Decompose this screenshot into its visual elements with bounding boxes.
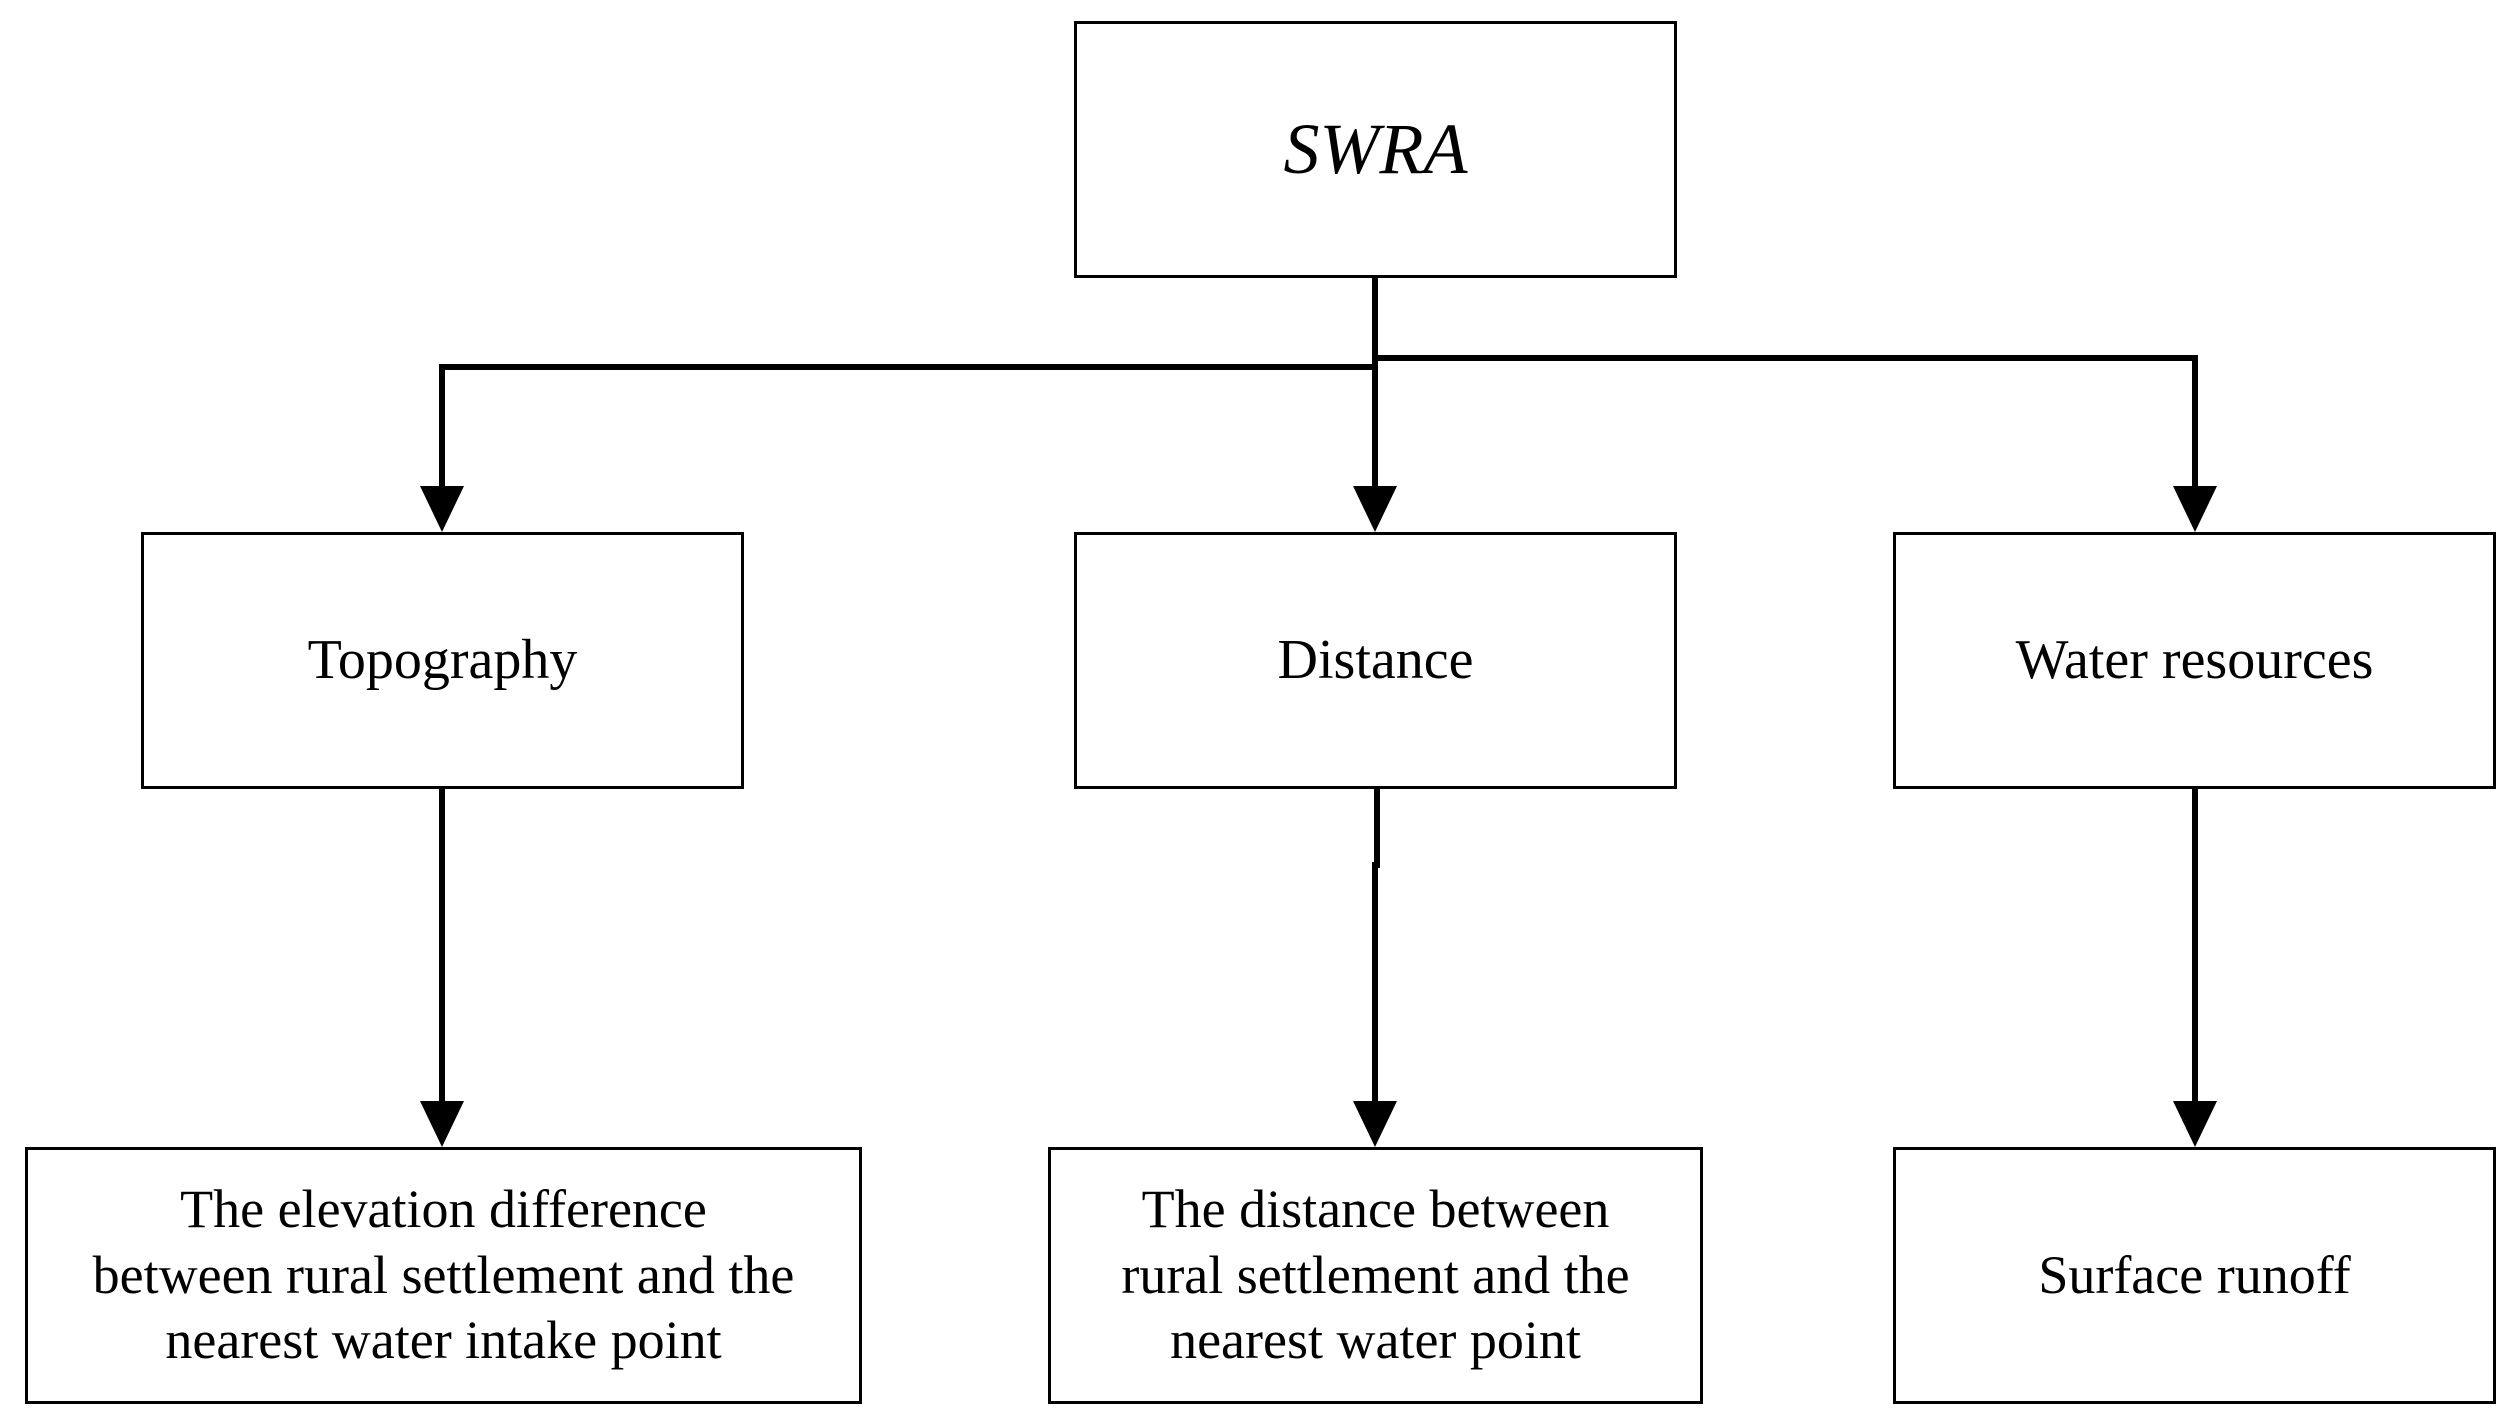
arrowhead-water-resources: [2173, 486, 2217, 532]
criterion-node-topography: Topography: [141, 532, 744, 789]
criterion-label-water-resources: Water resources: [2015, 629, 2374, 692]
connector-distance-to-water-point: [1372, 786, 1380, 1106]
indicator-label-surface-runoff: Surface runoff: [2038, 1244, 2351, 1305]
arrowhead-surface-runoff: [2173, 1101, 2217, 1147]
criterion-node-distance: Distance: [1074, 532, 1677, 789]
criterion-label-distance: Distance: [1277, 629, 1474, 692]
root-node-swra: SWRA: [1074, 21, 1677, 278]
criterion-label-topography: Topography: [307, 629, 578, 692]
indicator-node-water-point-distance: The distance between rural settlement an…: [1048, 1147, 1703, 1404]
indicator-node-elevation-difference: The elevation difference between rural s…: [25, 1147, 862, 1404]
arrowhead-distance: [1353, 486, 1397, 532]
arrowhead-water-point-distance: [1353, 1101, 1397, 1147]
indicator-node-surface-runoff: Surface runoff: [1893, 1147, 2496, 1404]
root-node-label: SWRA: [1283, 108, 1468, 189]
indicator-label-elevation-difference: The elevation difference between rural s…: [92, 1178, 795, 1371]
arrowhead-elevation-difference: [420, 1101, 464, 1147]
indicator-label-water-point-distance: The distance between rural settlement an…: [1121, 1178, 1630, 1371]
criterion-node-water-resources: Water resources: [1893, 532, 2496, 789]
arrowhead-topography: [420, 486, 464, 532]
